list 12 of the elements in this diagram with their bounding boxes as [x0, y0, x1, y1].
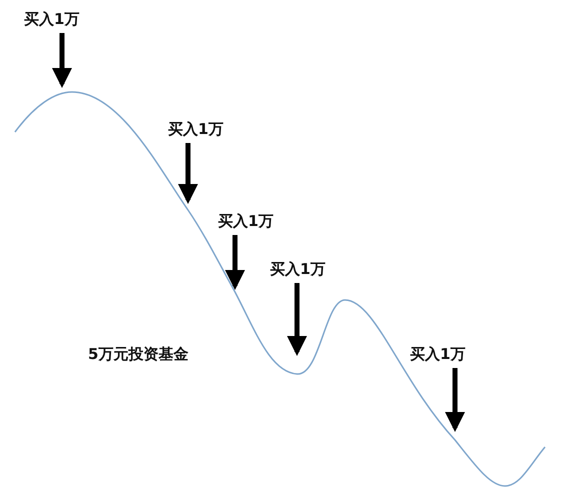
arrow: [445, 368, 465, 432]
arrow: [287, 283, 307, 356]
arrow: [178, 143, 198, 204]
price-curve: [14, 91, 546, 487]
arrow: [52, 33, 72, 88]
annotation-text: 买入1万: [218, 212, 274, 231]
caption-text: 5万元投资基金: [88, 345, 188, 364]
arrow: [225, 235, 245, 290]
annotation-text: 买入1万: [410, 345, 466, 364]
annotation-text: 买入1万: [24, 10, 80, 29]
annotation-text: 买入1万: [270, 260, 326, 279]
annotation-text: 买入1万: [168, 120, 224, 139]
